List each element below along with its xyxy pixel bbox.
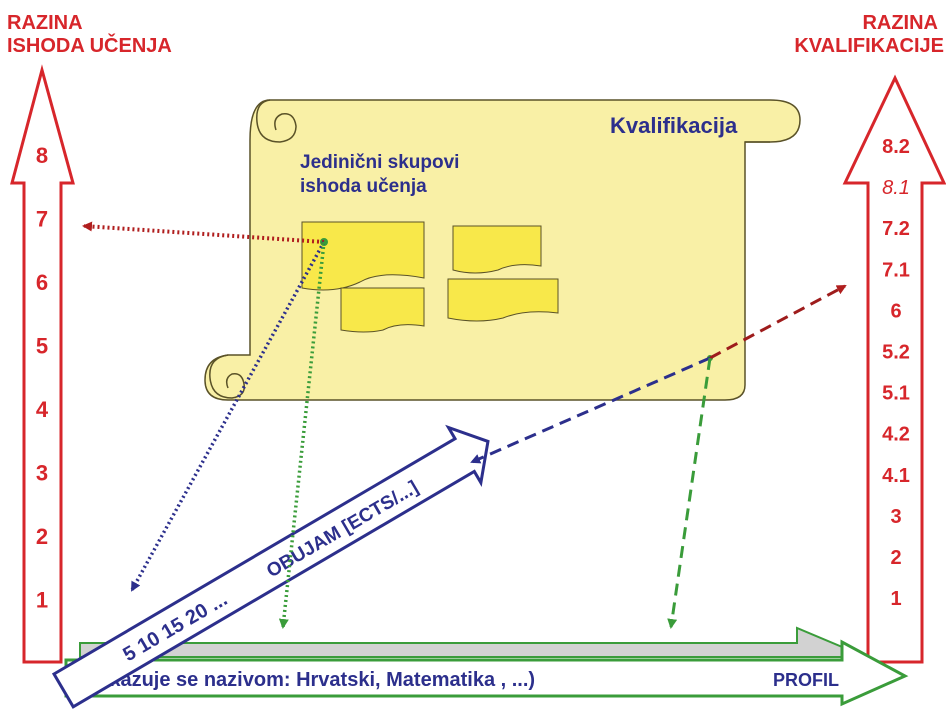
- right-level-label: 4.1: [882, 465, 910, 487]
- learning-outcome-units: [301, 221, 559, 333]
- left-level-label: 3: [36, 461, 48, 486]
- right-level-labels: 8.2 8.1 7.2 7.1 6 5.2 5.1 4.2 4.1 3 2 1: [882, 136, 910, 610]
- right-level-label: 4.2: [882, 424, 910, 446]
- right-level-label: 2: [890, 547, 901, 569]
- right-level-label: 8.2: [882, 136, 910, 158]
- left-level-label: 1: [36, 588, 48, 613]
- unit-card: [447, 278, 559, 322]
- left-level-label: 8: [36, 143, 48, 168]
- left-level-label: 2: [36, 524, 48, 549]
- unit-card: [340, 287, 425, 333]
- right-level-label: 5.2: [882, 342, 910, 364]
- volume-label: OBUJAM [ECTS/...]: [263, 477, 422, 582]
- units-label-line2: ishoda učenja: [300, 176, 427, 197]
- profile-label: PROFIL: [773, 670, 839, 690]
- qualification-level-arrow: [842, 74, 946, 664]
- left-level-label: 7: [36, 207, 48, 232]
- right-level-label: 5.1: [882, 383, 910, 405]
- qualification-to-level-arrow: [709, 284, 847, 360]
- left-level-label: 5: [36, 334, 48, 359]
- qualification-to-volume-arrow: [470, 356, 711, 464]
- right-level-label: 1: [890, 588, 901, 610]
- left-level-labels: 8 7 6 5 4 3 2 1: [36, 143, 49, 613]
- right-level-label: 8.1: [882, 177, 910, 199]
- left-scale-title-line2: ISHODA UČENJA: [7, 33, 172, 57]
- left-level-label: 6: [36, 270, 48, 295]
- unit-card: [301, 221, 425, 291]
- units-label-line1: Jedinični skupovi: [300, 152, 459, 173]
- right-level-label: 7.2: [882, 218, 910, 240]
- left-level-label: 4: [36, 397, 49, 422]
- left-scale-title-line1: RAZINA: [7, 12, 83, 34]
- right-level-label: 3: [890, 506, 901, 528]
- right-scale-title-line1: RAZINA: [862, 12, 938, 34]
- unit-to-level-arrow: [82, 221, 325, 244]
- right-level-label: 7.1: [882, 259, 910, 281]
- unit-card: [452, 225, 542, 274]
- qualification-to-profile-arrow: [667, 357, 712, 629]
- right-level-label: 6: [890, 300, 901, 322]
- profile-arrow: [64, 626, 909, 707]
- learning-outcome-level-arrow: [10, 64, 75, 664]
- right-scale-title-line2: KVALIFIKACIJE: [794, 35, 944, 57]
- unit-to-volume-arrow: [130, 241, 326, 592]
- scroll-title: Kvalifikacija: [610, 113, 738, 138]
- profile-note: (Iskazuje se nazivom: Hrvatski, Matemati…: [86, 669, 535, 691]
